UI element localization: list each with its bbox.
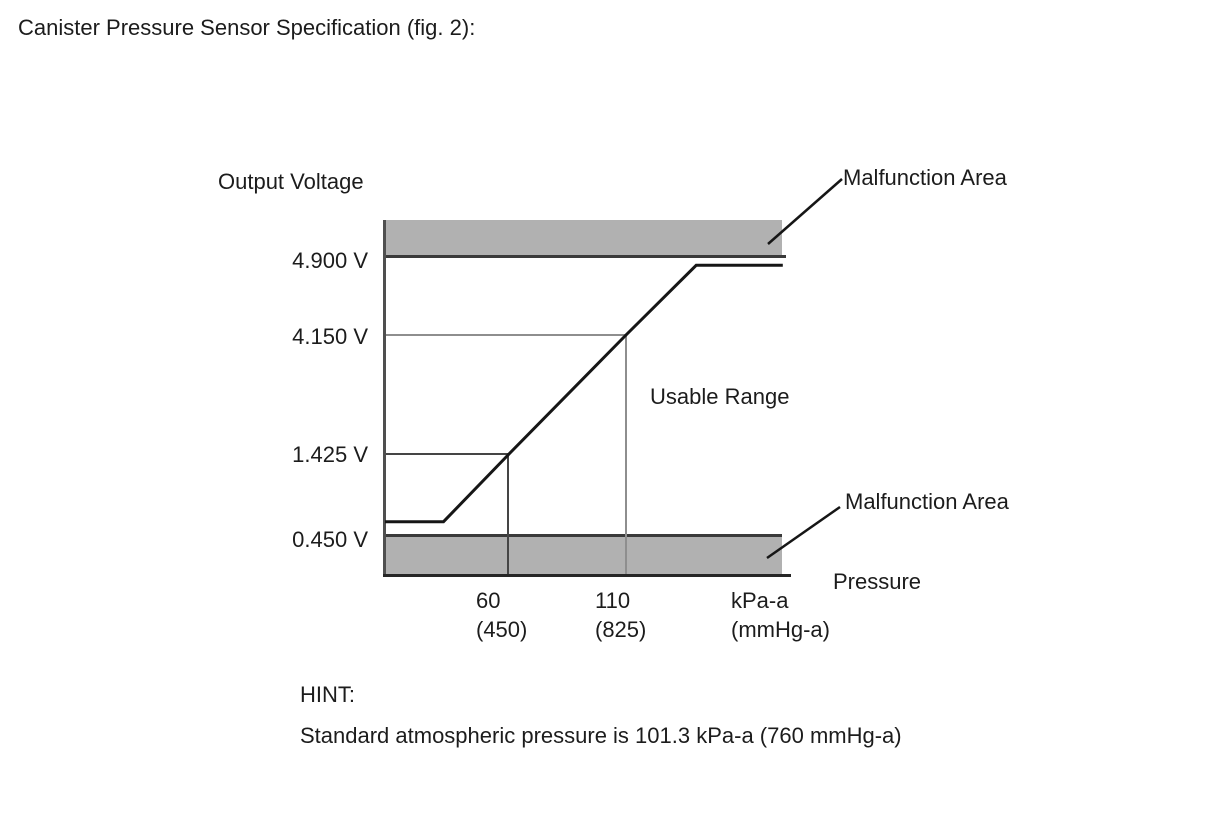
x-tick-110-kpa: 110	[595, 588, 631, 613]
x-tick-110: 110 (825)	[595, 586, 646, 644]
threshold-line-4900	[383, 255, 786, 258]
threshold-line-0450	[383, 534, 782, 537]
x-axis-unit: kPa-a (mmHg-a)	[731, 586, 830, 644]
y-tick-4150: 4.150 V	[292, 324, 368, 349]
refline-60kpa	[507, 455, 509, 574]
refline-4150	[386, 334, 626, 336]
y-axis-line	[383, 220, 386, 577]
figure-title: Canister Pressure Sensor Specification (…	[18, 15, 476, 40]
x-axis-line	[383, 574, 791, 577]
malfunction-area-label-top: Malfunction Area	[843, 165, 1007, 190]
y-axis-title: Output Voltage	[218, 169, 364, 194]
x-axis-name-pressure: Pressure	[833, 569, 922, 594]
malfunction-band-top	[383, 220, 782, 256]
hint-text: Standard atmospheric pressure is 101.3 k…	[300, 723, 902, 748]
refline-110kpa	[625, 336, 627, 574]
y-tick-4900: 4.900 V	[292, 248, 368, 273]
refline-1425	[386, 453, 508, 455]
y-tick-0450: 0.450 V	[292, 527, 368, 552]
x-tick-60-kpa: 60	[476, 588, 501, 613]
y-tick-1425: 1.425 V	[292, 442, 368, 467]
x-tick-60-mmhg: (450)	[476, 617, 528, 642]
malfunction-area-label-bottom: Malfunction Area	[845, 489, 1009, 514]
x-axis-unit-kpa: kPa-a	[731, 588, 789, 613]
hint-heading: HINT:	[300, 682, 355, 707]
x-axis-unit-mmhg: (mmHg-a)	[731, 617, 830, 642]
usable-range-label: Usable Range	[650, 384, 790, 409]
malfunction-band-bottom	[383, 537, 782, 574]
x-tick-110-mmhg: (825)	[595, 617, 647, 642]
x-tick-60: 60 (450)	[476, 586, 527, 644]
